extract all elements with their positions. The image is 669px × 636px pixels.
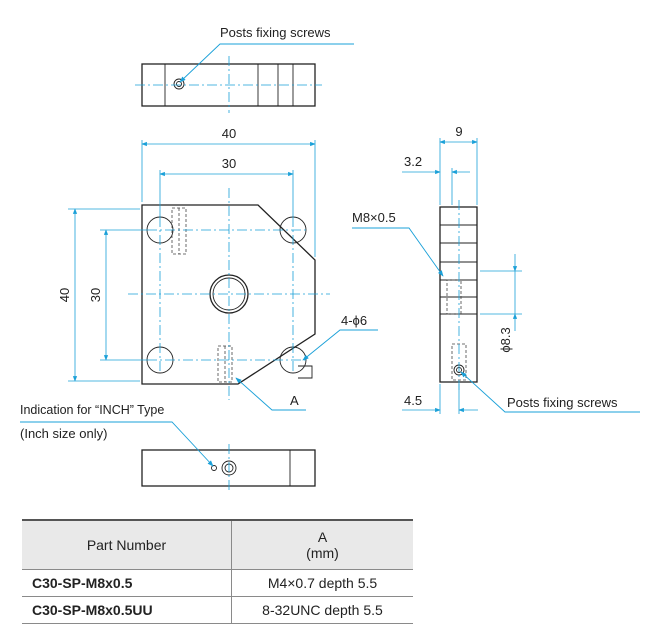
posts-fixing-callout-top: Posts fixing screws bbox=[179, 25, 354, 83]
svg-text:3.2: 3.2 bbox=[404, 154, 422, 169]
dim-side-4-5: 4.5 bbox=[402, 393, 478, 413]
thread-callout: M8×0.5 bbox=[352, 210, 444, 277]
part-number-table: Part Number A (mm) C30-SP-M8x0.5 M4×0.7 … bbox=[22, 519, 413, 624]
posts-fixing-callout-side: Posts fixing screws bbox=[460, 371, 640, 413]
dim-side-3-2: 3.2 bbox=[402, 154, 470, 175]
dim-side-9: 9 bbox=[439, 124, 478, 145]
top-view bbox=[135, 56, 322, 113]
svg-text:M8×0.5: M8×0.5 bbox=[352, 210, 396, 225]
header-a: A (mm) bbox=[231, 520, 413, 570]
inch-label-line2: (Inch size only) bbox=[20, 426, 107, 441]
header-a-title: A bbox=[317, 529, 328, 545]
holes-callout: 4-ϕ6 bbox=[302, 313, 378, 361]
dim-width-40: 40 bbox=[141, 126, 316, 147]
dim-height-30: 30 bbox=[88, 229, 109, 361]
posts-fixing-label-side: Posts fixing screws bbox=[507, 395, 618, 410]
part-number-cell: C30-SP-M8x0.5UU bbox=[22, 596, 232, 624]
a-value-cell: 8-32UNC depth 5.5 bbox=[231, 596, 413, 624]
header-a-unit: (mm) bbox=[306, 545, 339, 561]
svg-text:40: 40 bbox=[222, 126, 236, 141]
svg-text:ϕ8.3: ϕ8.3 bbox=[498, 327, 513, 352]
table-row: C30-SP-M8x0.5 M4×0.7 depth 5.5 bbox=[22, 569, 413, 597]
dim-height-40: 40 bbox=[57, 208, 78, 382]
front-extension-lines bbox=[68, 140, 316, 382]
inch-label-line1: Indication for “INCH” Type bbox=[20, 403, 164, 417]
svg-text:30: 30 bbox=[88, 288, 103, 302]
svg-text:9: 9 bbox=[455, 124, 462, 139]
inch-view bbox=[141, 444, 316, 492]
svg-text:4.5: 4.5 bbox=[404, 393, 422, 408]
header-part-number: Part Number bbox=[22, 520, 232, 570]
svg-text:4-ϕ6: 4-ϕ6 bbox=[341, 313, 367, 328]
table-row: C30-SP-M8x0.5UU 8-32UNC depth 5.5 bbox=[22, 596, 413, 624]
a-callout: A bbox=[235, 377, 306, 411]
svg-text:30: 30 bbox=[222, 156, 236, 171]
front-view bbox=[128, 188, 330, 400]
posts-fixing-label-top: Posts fixing screws bbox=[220, 25, 331, 40]
part-number-cell: C30-SP-M8x0.5 bbox=[22, 569, 232, 597]
table-header-row: Part Number A (mm) bbox=[22, 520, 413, 570]
dim-width-30: 30 bbox=[159, 156, 294, 177]
dim-side-diameter: ϕ8.3 bbox=[498, 254, 518, 353]
side-view bbox=[439, 200, 478, 390]
svg-text:A: A bbox=[290, 393, 299, 408]
svg-text:40: 40 bbox=[57, 288, 72, 302]
a-value-cell: M4×0.7 depth 5.5 bbox=[231, 569, 413, 597]
inch-callout: Indication for “INCH” Type (Inch size on… bbox=[20, 403, 214, 467]
